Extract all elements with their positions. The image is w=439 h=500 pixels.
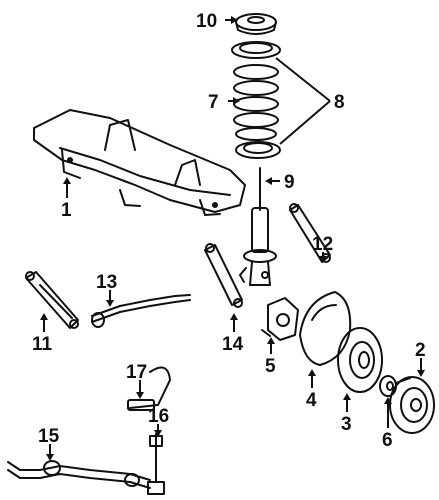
strut-assembly-part [239,167,277,286]
stabilizer-link-part-16 [147,433,165,495]
stabilizer-bar-part-15 [7,460,151,489]
callout-1: 1 [61,200,72,221]
callout-3: 3 [341,414,352,435]
crossmember-part [33,109,246,216]
brake-rotor-part [337,327,383,393]
bearing-nut-part [379,375,397,397]
callout-7: 7 [208,92,219,113]
callout-6: 6 [382,430,393,451]
callout-17: 17 [126,362,147,383]
callout-11: 11 [32,334,53,355]
callout-16: 16 [148,406,169,427]
callout-8: 8 [334,92,345,113]
splash-shield-part [299,291,352,366]
callout-15: 15 [38,426,60,447]
control-arm-part-14 [204,243,243,308]
callout-14: 14 [222,334,244,355]
callout-2: 2 [415,340,426,361]
knuckle-part [261,297,299,341]
callout-12: 12 [312,234,333,255]
lower-arm-part-11 [25,271,79,329]
coil-spring-part [233,64,279,141]
strut-mount-part [235,13,277,35]
callout-4: 4 [306,390,317,411]
spring-insulator-part [231,41,281,159]
bracket-part-17 [127,366,171,411]
callout-labels: 10 7 8 9 1 12 13 11 14 5 4 3 6 2 17 16 1… [32,11,426,451]
stabilizer-rod-part-13 [91,294,191,328]
callout-13: 13 [96,272,117,293]
brake-drum-part [389,376,435,434]
callout-9: 9 [284,172,295,193]
callout-5: 5 [265,356,276,377]
leader-lines [40,16,425,461]
callout-10: 10 [196,11,217,32]
